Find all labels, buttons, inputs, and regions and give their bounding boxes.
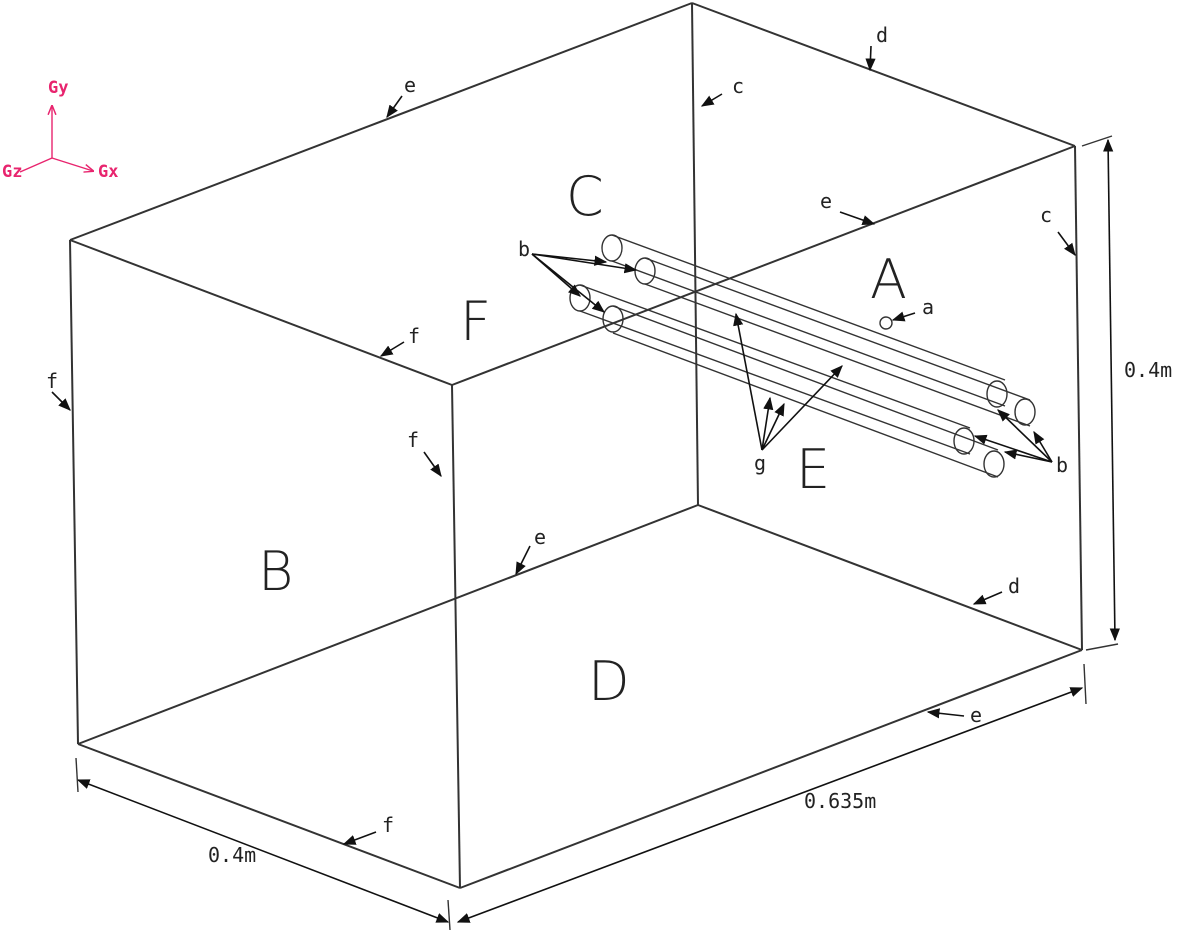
label-e-mid: e	[820, 189, 832, 213]
label-b-left: b	[518, 237, 530, 261]
gx-axis-line	[51, 157, 93, 171]
face-label-d: D	[588, 650, 630, 713]
axis-triad: Gy Gx Gz	[2, 78, 118, 182]
boundary-annotations: e d c e c a b b g f	[46, 23, 1076, 845]
label-a: a	[922, 295, 934, 319]
length-dimension-line	[456, 687, 1084, 923]
dimension-labels: 0.4m 0.4m 0.635m	[208, 358, 1172, 867]
face-labels: A B C D E F	[258, 165, 907, 713]
tube-3-top	[579, 284, 971, 429]
tube-3-bottom	[579, 310, 971, 455]
tube-1-top	[611, 234, 1006, 381]
arrow-c-right	[1057, 231, 1076, 257]
arrow-g-3	[761, 402, 785, 451]
label-f-front: f	[407, 428, 419, 452]
arrow-b-right-3	[973, 434, 1053, 463]
depth-dimension-line	[76, 779, 450, 923]
label-d-top: d	[876, 23, 888, 47]
tube-3-end-right	[953, 427, 975, 455]
label-c-back: c	[732, 74, 744, 98]
height-dimension-label: 0.4m	[1124, 358, 1172, 382]
label-e-lower: e	[534, 525, 546, 549]
arrow-e-bottom	[926, 708, 965, 719]
tube-1-end-left	[601, 234, 623, 262]
tube-4-end-left	[602, 305, 624, 333]
label-e-top: e	[404, 73, 416, 97]
face-label-f: F	[460, 290, 491, 353]
edge-top-right	[691, 2, 1076, 147]
edge-top-back	[69, 2, 693, 241]
tube-1-end-right	[986, 380, 1008, 408]
arrow-b-left-2	[531, 253, 638, 274]
length-ext-right	[1083, 663, 1087, 705]
face-label-b: B	[258, 540, 293, 603]
gz-label: Gz	[2, 162, 22, 182]
tube-2-end-right	[1014, 398, 1036, 426]
tube-2-bottom	[644, 283, 1031, 427]
sensor-a-marker	[879, 316, 893, 330]
face-label-c: C	[566, 165, 604, 228]
face-label-a: A	[870, 248, 907, 311]
arrow-g-1	[733, 312, 763, 451]
label-e-bottom: e	[970, 703, 982, 727]
arrow-c-back	[700, 93, 723, 107]
arrow-b-right-1	[997, 409, 1053, 463]
label-f-bottom: f	[382, 813, 394, 837]
height-ext-bottom	[1085, 643, 1119, 651]
tube-1-bottom	[611, 260, 1006, 407]
dimension-lines	[75, 135, 1120, 931]
height-dimension-line	[1103, 138, 1120, 642]
label-f-left: f	[46, 369, 58, 393]
label-f-top: f	[408, 324, 420, 348]
arrow-d-top	[865, 45, 876, 72]
tube-4-end-right	[983, 450, 1005, 478]
length-dimension-label: 0.635m	[804, 789, 876, 813]
tube-bundle	[569, 234, 1036, 478]
tube-2-top	[644, 257, 1031, 401]
edge-top-front	[451, 145, 1076, 386]
arrow-f-front	[423, 451, 442, 478]
face-label-e: E	[796, 438, 830, 501]
gz-axis-line	[19, 157, 53, 173]
edge-bottom-back	[77, 504, 699, 745]
arrow-a	[891, 311, 916, 322]
label-b-right: b	[1056, 453, 1068, 477]
arrow-b-right-2	[1033, 430, 1053, 463]
arrow-b-right-4	[1003, 449, 1053, 463]
gy-label: Gy	[48, 78, 68, 98]
depth-dimension-label: 0.4m	[208, 843, 256, 867]
depth-ext-left	[75, 757, 79, 793]
arrow-g-2	[761, 396, 774, 451]
arrow-e-mid	[839, 211, 876, 225]
arrow-e-top	[386, 95, 403, 119]
arrow-g-4	[761, 365, 843, 451]
depth-ext-right	[447, 899, 451, 931]
label-c-right: c	[1040, 203, 1052, 227]
edge-bottom-front	[459, 649, 1083, 889]
edge-vert-left	[69, 239, 79, 745]
edge-vert-right	[1074, 145, 1083, 651]
height-ext-top	[1081, 135, 1113, 147]
edge-top-left	[69, 239, 453, 386]
arrow-e-lower	[515, 545, 531, 576]
box-wireframe	[69, 2, 1083, 889]
label-d-lower: d	[1008, 574, 1020, 598]
edge-vert-front	[451, 384, 461, 889]
arrow-f-top	[379, 341, 405, 357]
gx-label: Gx	[98, 162, 118, 182]
edge-bottom-right	[697, 504, 1083, 651]
arrow-f-left	[51, 391, 71, 411]
tube-4-top	[612, 305, 999, 451]
arrow-b-left-4	[531, 253, 605, 313]
arrow-d-lower	[972, 591, 1003, 605]
edge-vert-back	[691, 2, 699, 506]
arrow-f-bottom	[342, 831, 377, 845]
edge-bottom-left	[77, 743, 461, 889]
label-g: g	[754, 451, 766, 475]
